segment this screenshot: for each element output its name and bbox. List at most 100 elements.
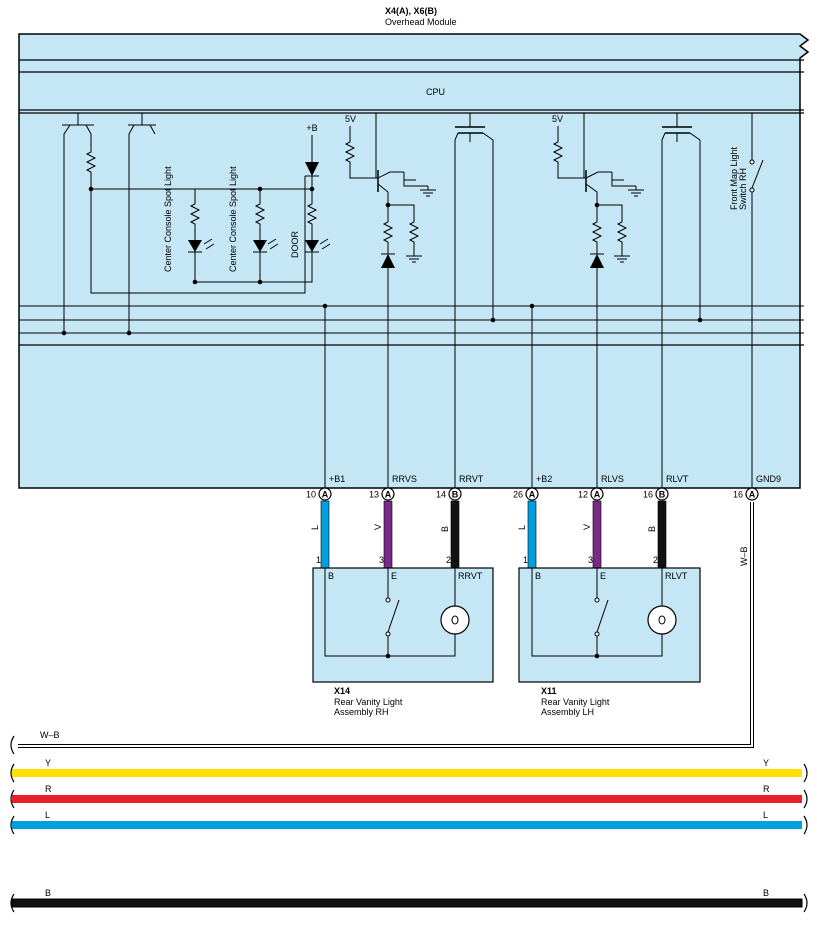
harness-wire-color: V — [373, 524, 383, 530]
assembly-rh-term-b: B — [328, 571, 334, 581]
module-terminals: +B1A10RRVSA13RRVTB14+B2A26RLVSA12RLVTB16… — [306, 474, 781, 501]
harness-wire — [383, 500, 393, 569]
terminal-connector — [448, 487, 462, 501]
plus-b-label: +B — [306, 123, 317, 133]
terminal-connector — [318, 487, 332, 501]
bus-label-left: W–B — [40, 730, 60, 740]
internal-bus — [19, 305, 804, 334]
five-v-label-2: 5V — [552, 114, 563, 124]
terminal-pin: 10 — [306, 490, 316, 500]
terminal-connector-letter: A — [529, 490, 536, 500]
bus-label-left: R — [45, 784, 52, 794]
plus-b-feeds — [322, 303, 535, 494]
rh-driver: 5V — [345, 113, 496, 494]
assembly-rh-line1: Rear Vanity Light — [334, 697, 403, 707]
left-transistors — [61, 113, 306, 336]
terminal-connector — [590, 487, 604, 501]
bus-line — [12, 795, 802, 803]
bus-label-right: R — [763, 784, 770, 794]
bus-break-right — [803, 763, 808, 783]
terminal-name: RRVT — [459, 474, 484, 484]
harness-wire-color: V — [582, 524, 592, 530]
assembly-rh-term-e: E — [391, 571, 397, 581]
switch-label-line2: Switch RH — [738, 168, 748, 210]
terminal-connector — [745, 487, 759, 501]
assembly-rh-line2: Assembly RH — [334, 707, 389, 717]
assembly-lh-line2: Assembly LH — [541, 707, 594, 717]
bus-break-left — [10, 789, 15, 809]
lamp-label-3: DOOR — [290, 230, 300, 258]
lamp-label-1: Center Console Spot Light — [163, 166, 173, 272]
terminal-name: GND9 — [756, 474, 781, 484]
assembly-lh-line1: Rear Vanity Light — [541, 697, 610, 707]
terminal-name: +B2 — [536, 474, 552, 484]
terminal-connector — [655, 487, 669, 501]
terminal-pin: 12 — [578, 490, 588, 500]
assembly-lh-pin-1: 1 — [523, 555, 528, 565]
bus-line — [12, 821, 802, 829]
bus-label-left: L — [45, 810, 50, 820]
harness-buses: W–B Y Y R R L L B B — [10, 730, 808, 913]
bus-break-right — [803, 893, 808, 913]
assembly-rh-pin-2: 2 — [446, 555, 451, 565]
assembly-lh-term-b: B — [535, 571, 541, 581]
assembly-lh: B E RLVT 1 3 2 X11 Rear Vanity Light Ass… — [518, 555, 701, 717]
module-name: Overhead Module — [385, 17, 457, 27]
bus-line — [12, 769, 802, 777]
harness-wire — [320, 500, 330, 569]
bus-line — [11, 898, 803, 908]
bus-label-right: L — [763, 810, 768, 820]
harness-wire — [657, 500, 667, 569]
harness-wire-color: L — [517, 525, 527, 530]
spot-lights: +B Center Console Spot Light Center Cons… — [91, 123, 331, 285]
bus-break-left — [10, 735, 15, 755]
assembly-lh-pin-2: 2 — [653, 555, 658, 565]
terminal-pin: 26 — [513, 490, 523, 500]
assembly-lh-pin-3: 3 — [588, 555, 593, 565]
terminal-connector-letter: B — [452, 490, 459, 500]
terminal-pin: 16 — [643, 490, 653, 500]
harness-wire — [450, 500, 460, 569]
harness-wire — [527, 500, 537, 569]
harness-wire-color: B — [440, 526, 450, 532]
terminal-connector-letter: B — [659, 490, 666, 500]
terminal-name: +B1 — [329, 474, 345, 484]
bus-label-right: B — [763, 888, 769, 898]
switch-label-line1: Front Map Light — [729, 146, 739, 210]
terminal-pin: 14 — [436, 490, 446, 500]
terminal-connector-letter: A — [322, 490, 329, 500]
bus-break-left — [10, 815, 15, 835]
terminal-pin: 13 — [369, 490, 379, 500]
terminal-name: RRVS — [392, 474, 417, 484]
five-v-label-1: 5V — [345, 114, 356, 124]
terminal-connector — [381, 487, 395, 501]
gnd9-wire-label: W–B — [739, 546, 749, 566]
gnd9-wire: W–B — [18, 502, 754, 748]
bus-break-right — [803, 789, 808, 809]
assembly-rh: B E RRVT 1 3 2 X14 Rear Vanity Light Ass… — [312, 555, 494, 717]
assembly-lh-term-rlvt: RLVT — [665, 571, 688, 581]
terminal-connector — [525, 487, 539, 501]
assembly-lh-term-e: E — [600, 571, 606, 581]
module-codes: X4(A), X6(B) — [385, 6, 437, 16]
harness-wire-color: B — [647, 526, 657, 532]
assembly-rh-pin-1: 1 — [316, 555, 321, 565]
terminal-name: RLVT — [666, 474, 689, 484]
assembly-lh-code: X11 — [541, 686, 557, 696]
bus-break-left — [10, 893, 15, 913]
assembly-rh-pin-3: 3 — [379, 555, 384, 565]
assembly-rh-term-rrvt: RRVT — [458, 571, 483, 581]
bus-label-left: B — [45, 888, 51, 898]
assembly-rh-code: X14 — [334, 686, 350, 696]
cpu-label: CPU — [426, 87, 445, 97]
bus-label-left: Y — [45, 758, 51, 768]
overhead-module: CPU — [18, 33, 810, 489]
bus-label-right: Y — [763, 758, 769, 768]
lh-driver: 5V — [552, 113, 703, 494]
terminal-name: RLVS — [601, 474, 624, 484]
terminal-connector-letter: A — [749, 490, 756, 500]
harness-wire-color: L — [310, 525, 320, 530]
terminal-pin: 16 — [733, 490, 743, 500]
